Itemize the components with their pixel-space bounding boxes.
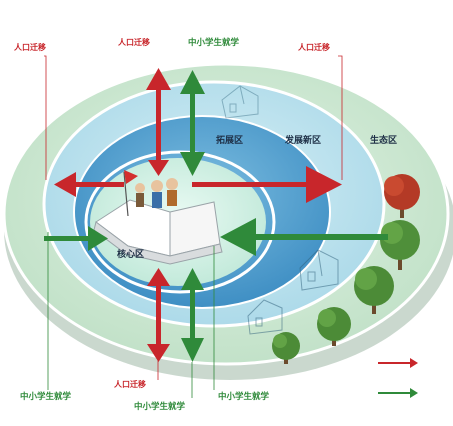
students-arrow-top	[180, 70, 205, 176]
students-label-top: 中小学生就学	[188, 38, 240, 48]
students-label-bottom-center: 中小学生就学	[134, 402, 186, 412]
migration-arrow-left	[54, 172, 124, 197]
migration-arrow-right	[192, 166, 342, 203]
students-arrow-right	[220, 218, 388, 256]
migration-arrow-up	[146, 68, 171, 168]
leader-lines	[44, 55, 343, 398]
zone-label-new-development: 发展新区	[285, 136, 322, 146]
migration-label-top-center: 人口迁移	[118, 38, 150, 47]
migration-label-bottom: 人口迁移	[114, 380, 146, 389]
students-label-bottom-left: 中小学生就学	[20, 392, 72, 402]
migration-label-top-left: 人口迁移	[14, 43, 46, 52]
legend-red-arrow-icon	[378, 358, 418, 368]
zone-label-core: 核心区	[117, 250, 145, 260]
zone-label-ecological: 生态区	[370, 136, 398, 146]
students-arrow-left	[44, 226, 108, 251]
house-sketch-top	[221, 85, 259, 119]
students-icon	[123, 170, 178, 217]
migration-arrow-down-top	[148, 160, 169, 176]
legend-green-arrow-icon	[378, 388, 418, 398]
tree-icon	[384, 174, 420, 218]
tree-icon	[317, 307, 351, 346]
migration-arrow-vertical-bottom	[147, 268, 170, 362]
tree-icon	[272, 332, 300, 364]
students-arrow-bottom	[181, 268, 204, 362]
students-label-bottom-right: 中小学生就学	[218, 392, 270, 402]
open-book-icon	[93, 199, 223, 265]
migration-label-top-right: 人口迁移	[298, 43, 330, 52]
zone-label-expansion: 拓展区	[216, 136, 244, 146]
tree-icon	[354, 266, 394, 314]
house-sketch-right	[247, 249, 339, 335]
